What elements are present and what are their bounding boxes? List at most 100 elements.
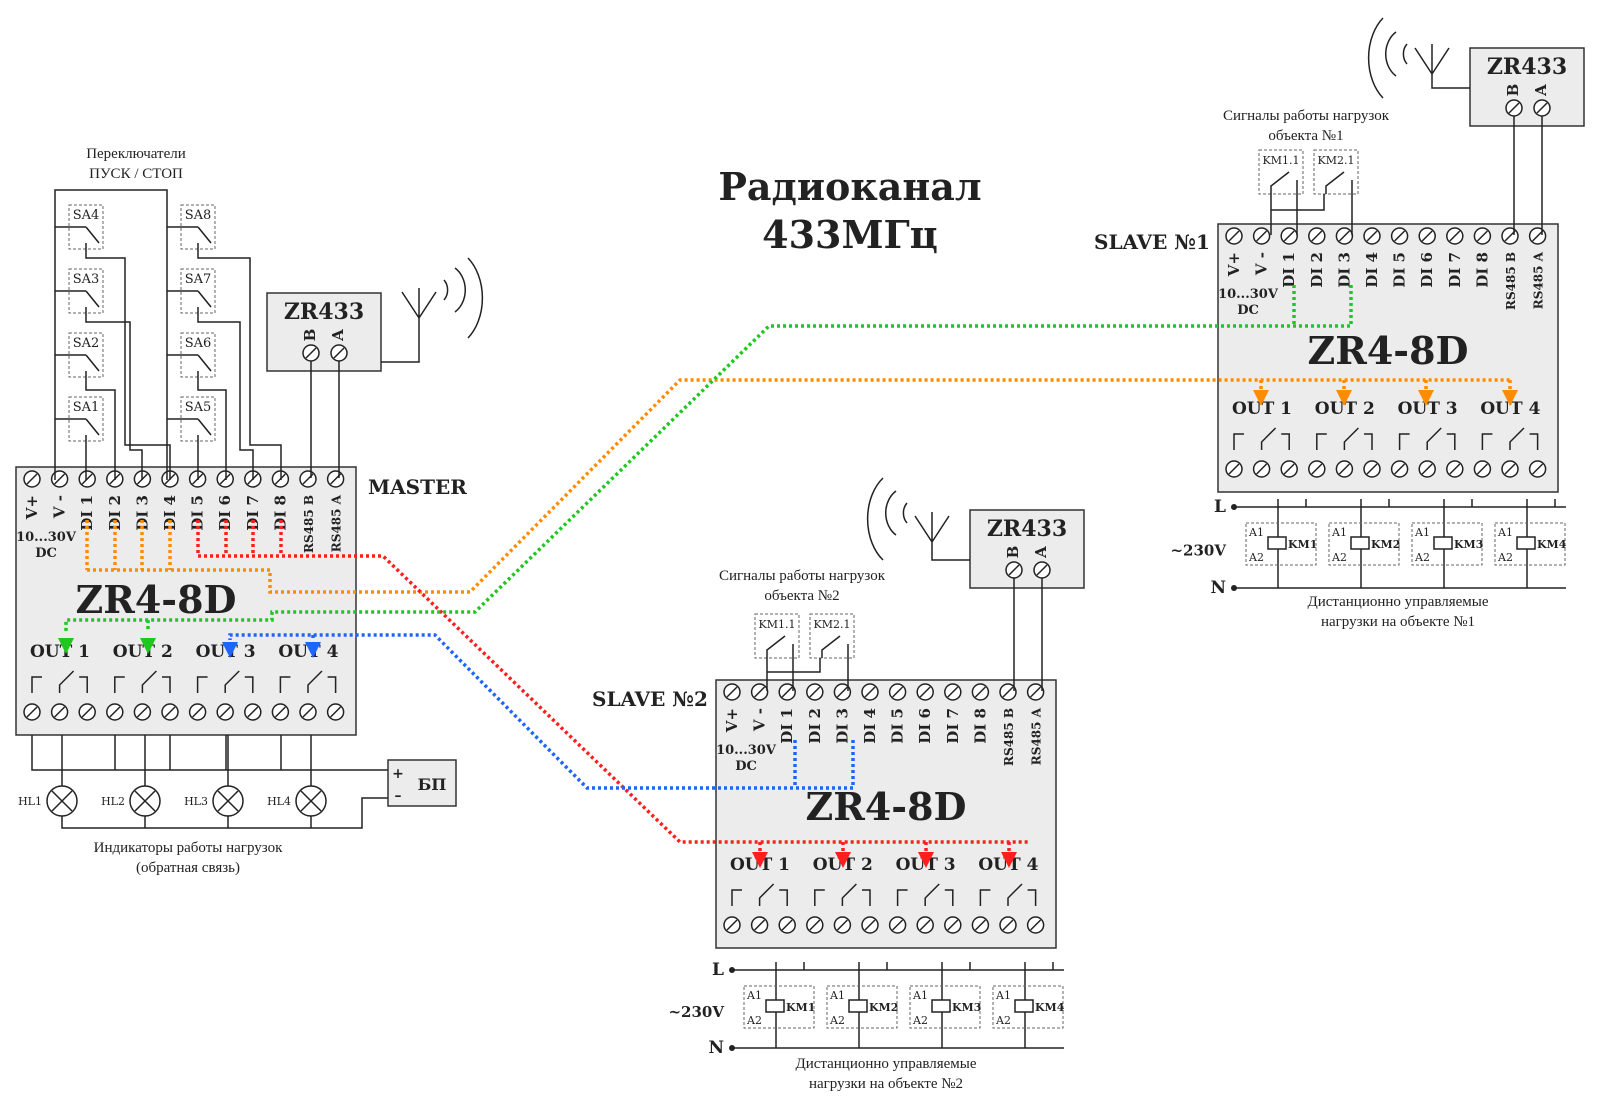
slave1-signals-caption-1: Сигналы работы нагрузок <box>1223 108 1390 124</box>
slave1-contact-wires <box>1270 194 1353 235</box>
master-bottom-terminals <box>23 703 345 721</box>
slave2-contact-symbol <box>821 635 849 658</box>
slave1-output-label: OUT 3 <box>1398 399 1458 419</box>
slave2-top-terminal <box>861 683 879 701</box>
lamp-cross <box>300 790 322 812</box>
red-arrow-icon <box>1001 852 1017 868</box>
slave1-label: SLAVE №1 <box>1094 230 1210 254</box>
slave1-top-terminal <box>1308 227 1326 245</box>
slave1-top-terminal <box>1390 227 1409 245</box>
slave1-bottom-terminal <box>1473 460 1492 478</box>
slave2-contact-frame <box>754 613 800 659</box>
red-arrow-icon <box>918 852 934 868</box>
slave2-coil-icon <box>765 999 785 1013</box>
master-bottom-terminal-slot <box>302 706 314 718</box>
zr433-slave1-a: A <box>1532 84 1550 97</box>
orange-arrow-icon <box>1253 390 1269 406</box>
master-relay-no <box>327 676 337 693</box>
indicators-caption-1: Индикаторы работы нагрузок <box>94 840 283 856</box>
slave1-bottom-terminal <box>1280 460 1298 478</box>
orange-arrow-icon <box>1336 390 1352 406</box>
master-bottom-terminal <box>299 703 317 721</box>
switch-label: SA7 <box>185 272 212 287</box>
lamp-return-bus <box>61 797 390 829</box>
master-top-terminal-slot <box>54 473 66 485</box>
slave2-top-terminal <box>944 683 962 701</box>
blue-arrow-icon <box>305 642 321 658</box>
switch-common-bus <box>54 189 168 480</box>
radio-channel-title: Радиоканал 433МГц <box>718 164 981 257</box>
master-bottom-terminal-slot <box>192 706 204 718</box>
master-input-label: V - <box>51 495 69 519</box>
slave2-input-label: V+ <box>723 708 741 733</box>
master-bottom-terminal-slot <box>274 706 286 718</box>
master-top-terminal-slot <box>26 473 38 485</box>
slave2-top-terminal <box>723 683 741 701</box>
slave2-top-terminal-slot <box>864 686 876 698</box>
switch-blade <box>85 226 100 244</box>
slave1-bottom-terminal-slot <box>1504 463 1516 475</box>
slave2-top-terminal-slot <box>947 686 959 698</box>
slave2-coil-icon <box>931 999 951 1013</box>
psu-minus: – <box>395 788 402 804</box>
slave1-loads-caption-2: нагрузки на объекте №1 <box>1321 614 1475 630</box>
slave2-bottom-terminal <box>888 916 907 934</box>
slave1-top-terminal-slot <box>1449 230 1461 242</box>
slave1-bottom-terminal <box>1363 460 1381 478</box>
slave1-contactor-label: KM4 <box>1537 538 1567 551</box>
slave2-bottom-terminal <box>916 916 934 934</box>
master-input-label: DI 3 <box>133 495 151 531</box>
slave1-relay-nc <box>1398 433 1410 450</box>
slave2-contact-frame <box>809 613 855 659</box>
slave1-coil-a1: A1 <box>1497 526 1513 539</box>
slave2-top-terminal-slot <box>1030 686 1042 698</box>
slave1-relay-no <box>1281 433 1290 450</box>
slave2-input-label: DI 7 <box>944 708 962 744</box>
slave2-top-terminal <box>778 683 796 701</box>
zr433-slave1-name: ZR433 <box>1487 54 1567 80</box>
master-bottom-terminal-slot <box>81 706 93 718</box>
slave2-coil-a1: A1 <box>912 989 928 1002</box>
slave2-loads-caption-2: нагрузки на объекте №2 <box>809 1076 963 1092</box>
slave2-input-label: DI 1 <box>778 708 796 744</box>
antenna-slave2-icon <box>866 477 970 561</box>
zr433-slave2-name: ZR433 <box>987 516 1067 542</box>
slave2-bottom-terminal <box>999 916 1017 934</box>
slave1-output-label: OUT 2 <box>1315 399 1375 419</box>
switch-label: SA2 <box>73 336 100 351</box>
slave2-bottom-terminals <box>723 916 1045 934</box>
master-bottom-terminal <box>161 703 179 721</box>
slave1-top-terminal <box>1501 227 1519 245</box>
lamp-hl1-icon <box>46 785 78 817</box>
master-bottom-terminal-slot <box>330 706 342 718</box>
slave2-top-terminal <box>833 683 852 701</box>
slave2-input-label: DI 2 <box>806 708 824 744</box>
slave2-contactor-label: KM2 <box>869 1001 898 1014</box>
master-model: ZR4-8D <box>76 577 237 622</box>
slave2-voltage-range: 10...30V <box>716 743 777 758</box>
rs485-wires <box>310 116 1543 691</box>
master-relay-nc <box>31 676 42 693</box>
master-top-terminal <box>299 470 317 488</box>
slave1-relay-nc <box>1233 433 1244 450</box>
zr433-master-a: A <box>329 329 347 342</box>
switch-label: SA5 <box>185 400 212 415</box>
slave2-relay-nc <box>979 889 991 906</box>
lamp-cross <box>51 790 73 812</box>
master-bottom-terminal <box>50 703 69 721</box>
slave1-n-dot <box>1231 585 1237 591</box>
red-arrow-icon <box>752 852 768 868</box>
slave2-bottom-terminal-slot <box>1030 919 1042 931</box>
slave1-top-terminal <box>1335 227 1354 245</box>
slave2-contact-label: KM2.1 <box>814 618 851 631</box>
slave1-bottom-terminal-slot <box>1256 463 1268 475</box>
slave1-output-label: OUT 4 <box>1480 399 1540 419</box>
master-bottom-terminal <box>271 703 290 721</box>
slave1-top-terminal-slot <box>1256 230 1268 242</box>
slave2-relay-common <box>841 883 857 906</box>
lamp-label: HL1 <box>18 795 42 808</box>
master-relay-nc <box>196 676 208 693</box>
slave1-top-terminal-slot <box>1394 230 1406 242</box>
